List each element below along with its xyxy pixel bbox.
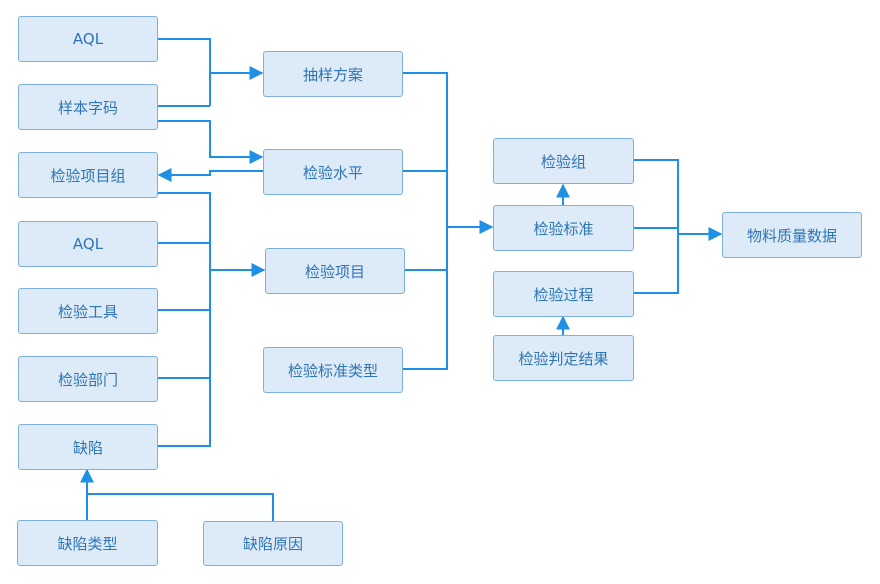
edge-left-group-bus bbox=[158, 192, 211, 447]
node-inspection-item[interactable]: 检验项目 bbox=[265, 248, 405, 294]
node-inspection-process[interactable]: 检验过程 bbox=[493, 271, 634, 317]
node-inspection-group[interactable]: 检验组 bbox=[493, 138, 634, 184]
node-inspection-tool[interactable]: 检验工具 bbox=[18, 288, 158, 334]
node-inspection-item-group[interactable]: 检验项目组 bbox=[18, 152, 158, 198]
node-inspection-dept[interactable]: 检验部门 bbox=[18, 356, 158, 402]
edge-right-bus bbox=[634, 159, 679, 294]
node-material-quality-data[interactable]: 物料质量数据 bbox=[722, 212, 862, 258]
node-inspection-std-type[interactable]: 检验标准类型 bbox=[263, 347, 403, 393]
edge-defect-cause-to-defect bbox=[87, 493, 274, 521]
node-aql[interactable]: AQL bbox=[18, 16, 158, 62]
node-defect-cause[interactable]: 缺陷原因 bbox=[203, 521, 343, 566]
edge-aql-to-sampling-plan bbox=[158, 38, 211, 106]
node-defect-type[interactable]: 缺陷类型 bbox=[17, 520, 158, 566]
node-inspection-std[interactable]: 检验标准 bbox=[493, 205, 634, 251]
node-sample-code[interactable]: 样本字码 bbox=[18, 84, 158, 130]
node-inspection-judgement[interactable]: 检验判定结果 bbox=[493, 335, 634, 381]
edge-sampling-plan-to-std bbox=[403, 72, 448, 370]
edge-level-to-item-group bbox=[157, 168, 263, 182]
node-defect[interactable]: 缺陷 bbox=[18, 424, 158, 470]
edge-sample-code-to-level bbox=[158, 120, 264, 164]
node-sampling-plan[interactable]: 抽样方案 bbox=[263, 51, 403, 97]
node-inspection-level[interactable]: 检验水平 bbox=[263, 149, 403, 195]
node-aql-2[interactable]: AQL bbox=[18, 221, 158, 267]
